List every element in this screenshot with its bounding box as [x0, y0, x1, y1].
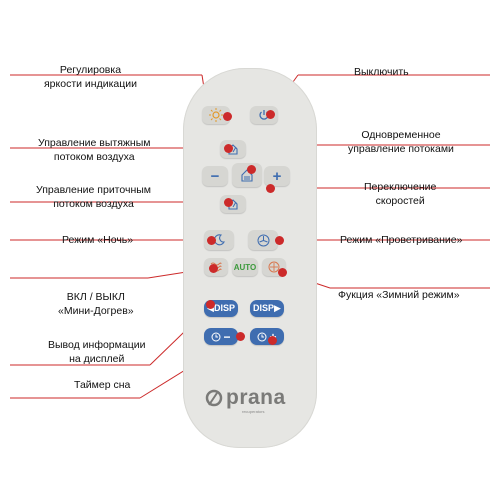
- brightness-button[interactable]: [202, 106, 230, 124]
- label-line: управление потоками: [348, 143, 454, 155]
- label-ventilation: Режим «Проветривание»: [340, 233, 462, 247]
- ventilation-mode-button[interactable]: [248, 230, 278, 250]
- timer-minus-label: −: [223, 329, 231, 344]
- label-line: Переключение: [364, 181, 437, 193]
- callout-dot: [268, 336, 277, 345]
- label-line: потоком воздуха: [53, 198, 134, 210]
- label-line: «Мини-Догрев»: [58, 305, 134, 317]
- speed-plus-button[interactable]: +: [264, 166, 290, 186]
- label-line: ВКЛ / ВЫКЛ: [66, 291, 125, 303]
- simultaneous-flow-button[interactable]: [232, 163, 262, 187]
- label-line: Управление вытяжным: [38, 137, 151, 149]
- auto-mode-button[interactable]: AUTO: [232, 258, 258, 276]
- timer-minus-button[interactable]: −: [204, 328, 238, 345]
- sun-icon: [209, 108, 223, 122]
- plus-sign: +: [272, 167, 282, 185]
- label-line: на дисплей: [69, 353, 125, 365]
- label-line: потоком воздуха: [53, 151, 135, 163]
- clock-icon: [257, 332, 267, 342]
- label-line: Режим «Ночь»: [62, 234, 134, 246]
- winter-icon: [268, 261, 280, 273]
- label-brightness: Регулировка яркости индикации: [44, 63, 137, 91]
- minus-sign: −: [210, 167, 220, 185]
- label-exhaust: Управление вытяжным потоком воздуха: [38, 136, 151, 164]
- brand-name: prana: [226, 386, 286, 409]
- callout-dot: [278, 268, 287, 277]
- dual-flow-house-icon: [240, 168, 254, 182]
- label-line: Управление приточным: [36, 184, 152, 196]
- callout-dot: [223, 112, 232, 121]
- label-sleep-timer: Таймер сна: [74, 378, 130, 392]
- callout-dot: [224, 198, 233, 207]
- label-line: Фукция «Зимний режим»: [338, 289, 460, 301]
- label-speed: Переключение скоростей: [364, 180, 436, 208]
- label-display-info: Вывод информации на дисплей: [48, 338, 145, 366]
- callout-dot: [224, 144, 233, 153]
- label-line: яркости индикации: [44, 78, 137, 90]
- brand-subtitle: recuperators: [242, 409, 265, 414]
- clock-icon: [211, 332, 221, 342]
- label-winter: Фукция «Зимний режим»: [338, 288, 460, 302]
- label-supply: Управление приточным потоком воздуха: [36, 183, 151, 211]
- callout-dot: [266, 184, 275, 193]
- label-simultaneous: Одновременное управление потоками: [348, 128, 454, 156]
- callout-dot: [209, 264, 218, 273]
- timer-plus-button[interactable]: +: [250, 328, 284, 345]
- callout-dot: [275, 236, 284, 245]
- label-line: скоростей: [375, 195, 425, 207]
- label-mini-preheat: ВКЛ / ВЫКЛ «Мини-Догрев»: [58, 290, 134, 318]
- display-next-button[interactable]: DISP▶: [250, 300, 284, 317]
- label-line: Режим «Проветривание»: [340, 234, 463, 246]
- label-line: Вывод информации: [48, 339, 146, 351]
- leaf-logo-icon: [205, 388, 223, 408]
- callout-dot: [266, 110, 275, 119]
- brand-logo: prana: [205, 386, 286, 410]
- label-off: Выключить: [354, 65, 409, 79]
- label-line: Одновременное: [361, 129, 441, 141]
- callout-dot: [206, 300, 215, 309]
- fan-icon: [257, 234, 270, 247]
- label-line: Регулировка: [59, 64, 122, 76]
- moon-icon: [213, 234, 225, 246]
- callout-dot: [236, 332, 245, 341]
- night-mode-button[interactable]: [204, 230, 234, 250]
- callout-dot: [247, 165, 256, 174]
- disp-left-label: ◀DISP: [207, 303, 235, 313]
- label-line: Таймер сна: [74, 379, 131, 391]
- speed-minus-button[interactable]: −: [202, 166, 228, 186]
- label-night: Режим «Ночь»: [62, 233, 133, 247]
- auto-label: AUTO: [233, 262, 257, 272]
- label-line: Выключить: [354, 66, 409, 78]
- disp-right-label: DISP▶: [253, 303, 281, 313]
- callout-dot: [207, 236, 216, 245]
